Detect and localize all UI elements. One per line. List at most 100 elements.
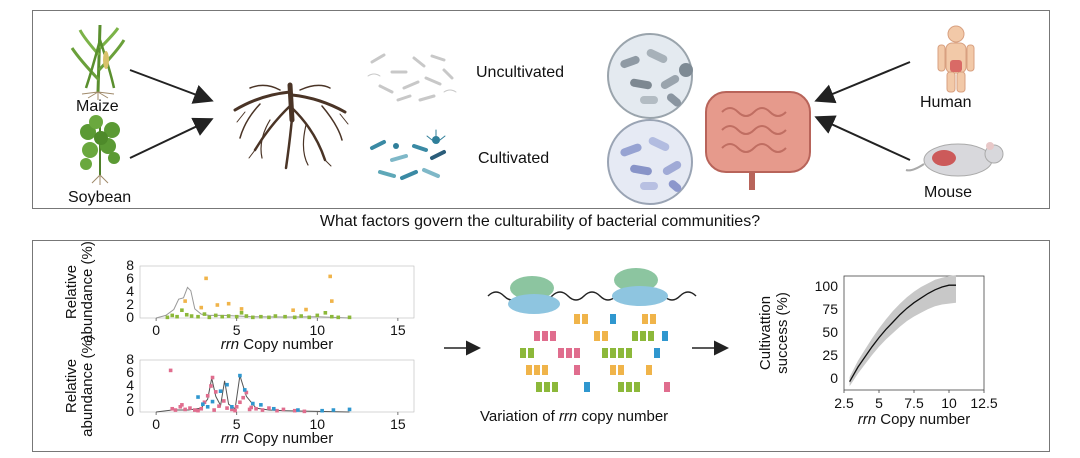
data-point	[226, 314, 231, 318]
data-point	[239, 311, 244, 315]
data-point	[230, 407, 234, 412]
data-point	[222, 399, 226, 403]
y-tick-label: 100	[815, 278, 839, 294]
x-tick-label: 0	[152, 322, 160, 338]
gene-block	[640, 331, 646, 341]
data-point	[275, 408, 279, 413]
maize-label: Maize	[76, 98, 119, 115]
gene-block	[618, 365, 624, 375]
data-point	[184, 312, 189, 317]
data-point	[225, 382, 229, 387]
data-point	[320, 408, 324, 413]
x-axis-label: rrn Copy number	[221, 336, 334, 353]
data-point	[210, 399, 215, 404]
density-line	[156, 375, 350, 413]
y-tick-label: 6	[126, 270, 134, 286]
y-tick-label: 0	[126, 403, 134, 419]
variation-caption: Variation of rrn copy number	[480, 408, 669, 425]
gene-block	[542, 365, 548, 375]
gene-block	[634, 382, 640, 392]
mouse-icon	[905, 142, 1004, 177]
data-point	[193, 408, 197, 412]
y-tick-label: 4	[126, 377, 134, 393]
data-point	[205, 405, 210, 409]
y-tick-label: 4	[126, 283, 134, 299]
data-point	[168, 368, 173, 373]
data-point	[347, 315, 352, 320]
data-point	[273, 314, 278, 318]
rrn-gene-blocks-icon	[520, 314, 670, 392]
data-point	[304, 307, 308, 312]
data-point	[205, 393, 210, 398]
data-point	[267, 315, 271, 320]
data-point	[170, 406, 175, 411]
data-point	[202, 400, 207, 405]
gene-block	[534, 365, 540, 375]
data-point	[213, 313, 218, 318]
x-axis-label: rrn Copy number	[221, 430, 334, 447]
data-point	[330, 299, 334, 303]
data-point	[188, 406, 192, 410]
data-point	[251, 315, 255, 320]
y-tick-label: 25	[822, 347, 838, 363]
data-point	[196, 408, 200, 413]
gene-block	[574, 348, 580, 358]
cultivated-bacteria-icon	[370, 129, 446, 180]
uncultivated-bacteria-icon	[367, 53, 457, 102]
gene-block	[664, 382, 670, 392]
gene-block	[584, 382, 590, 392]
data-point	[201, 402, 205, 406]
y-axis-label: Relativeabundance (%)	[63, 335, 96, 437]
gene-block	[582, 314, 588, 324]
top-illustrations	[70, 24, 1004, 205]
gene-block	[536, 382, 542, 392]
data-point	[213, 390, 218, 394]
gene-block	[574, 314, 580, 324]
data-point	[196, 314, 200, 319]
x-tick-label: 5	[875, 395, 883, 411]
ribosome-operon-icon	[487, 268, 697, 314]
gene-block	[542, 331, 548, 341]
data-point	[202, 312, 207, 316]
x-tick-label: 5	[233, 322, 241, 338]
data-point	[292, 408, 297, 413]
data-point	[251, 401, 255, 406]
petri-dish-cultivated-icon	[607, 119, 693, 205]
data-point	[226, 301, 231, 306]
data-point	[302, 409, 307, 414]
data-point	[234, 314, 239, 319]
data-point	[244, 390, 249, 395]
data-point	[212, 408, 216, 412]
data-point	[323, 311, 328, 315]
y-tick-label: 2	[126, 390, 134, 406]
data-point	[271, 406, 276, 411]
central-question: What factors govern the culturability of…	[319, 213, 761, 230]
data-point	[347, 407, 352, 412]
gene-block	[520, 348, 526, 358]
petri-dish-uncultivated-icon	[607, 33, 693, 119]
data-point	[291, 308, 295, 312]
data-point	[170, 313, 175, 318]
data-point	[254, 406, 258, 411]
data-point	[183, 299, 187, 303]
gene-block	[654, 348, 660, 358]
gene-block	[618, 348, 624, 358]
data-point	[239, 307, 244, 311]
gene-block	[632, 331, 638, 341]
gene-block	[610, 348, 616, 358]
gene-block	[602, 331, 608, 341]
gene-block	[534, 331, 540, 341]
gene-block	[558, 348, 564, 358]
gene-block	[544, 382, 550, 392]
data-point	[249, 405, 254, 410]
x-axis-label: rrn Copy number	[858, 411, 971, 428]
data-point	[315, 313, 320, 318]
data-point	[328, 274, 332, 279]
data-point	[259, 403, 263, 407]
x-tick-label: 2.5	[834, 395, 854, 411]
data-point	[336, 315, 341, 320]
y-tick-label: 6	[126, 364, 134, 380]
confidence-band	[849, 275, 956, 387]
intestine-icon	[705, 91, 811, 190]
